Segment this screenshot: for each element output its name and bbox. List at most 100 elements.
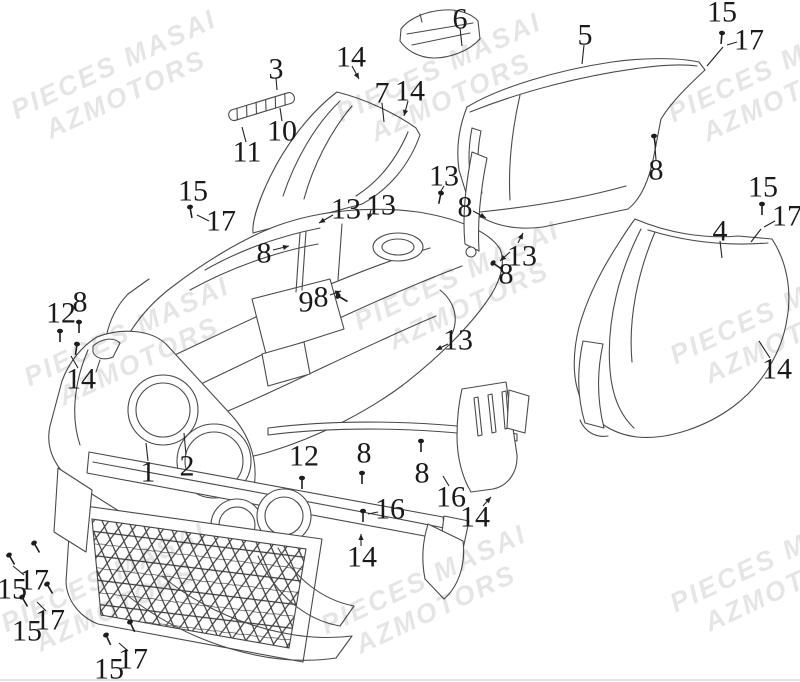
- callout-number-8: 8: [357, 437, 372, 470]
- callout-number-8: 8: [415, 457, 430, 490]
- screw-shaft: [22, 597, 29, 607]
- leader-line: [183, 432, 187, 456]
- callout-number-13: 13: [443, 324, 473, 357]
- callout-number-17: 17: [772, 200, 800, 233]
- callout-number-3: 3: [269, 53, 284, 86]
- callout-number-8: 8: [458, 191, 473, 224]
- screw-head: [438, 190, 444, 196]
- leader-line: [654, 146, 657, 161]
- screw-head: [418, 438, 424, 444]
- screw-shaft: [338, 296, 348, 303]
- screw-icon: [31, 540, 41, 553]
- screw-icon: [490, 260, 503, 270]
- callout-number-15: 15: [748, 171, 778, 204]
- front-bumper-bar: [86, 451, 470, 600]
- callout-number-15: 15: [0, 573, 27, 606]
- part-16-bracket: [267, 381, 530, 493]
- screw-icon: [651, 133, 657, 148]
- leader-arrowhead: [517, 233, 523, 240]
- leader-line: [118, 642, 129, 652]
- leader-line: [758, 340, 771, 359]
- callout-number-13: 13: [507, 240, 537, 273]
- screw-icon: [719, 30, 725, 45]
- screw-shaft: [105, 636, 112, 646]
- callout-number-17: 17: [118, 643, 148, 676]
- leader-line: [440, 185, 445, 192]
- callout-number-14: 14: [66, 363, 96, 396]
- callout-number-12: 12: [289, 440, 319, 473]
- screw-head: [57, 328, 63, 334]
- callout-number-12: 12: [46, 297, 76, 330]
- leader-line: [381, 102, 385, 123]
- part-4-right-rear-panel: [573, 218, 790, 438]
- screw-head: [651, 133, 657, 139]
- callout-number-13: 13: [366, 189, 396, 222]
- callout-number-6: 6: [453, 3, 468, 36]
- screw-icon: [360, 508, 366, 522]
- leader-line: [12, 565, 25, 576]
- callout-number-14: 14: [395, 75, 425, 108]
- callout-number-8: 8: [73, 286, 88, 319]
- leader-line: [196, 214, 210, 222]
- leader-arrowhead: [367, 213, 373, 220]
- leader-arrowhead: [282, 244, 289, 250]
- screw-icon: [44, 581, 54, 594]
- leader-arrowhead: [403, 109, 409, 116]
- screw-shaft: [74, 345, 78, 356]
- leader-line: [275, 77, 278, 91]
- screw-shaft: [493, 263, 503, 270]
- screw-head: [103, 632, 109, 638]
- screw-icon: [19, 594, 29, 607]
- leader-arrowhead: [319, 217, 326, 223]
- leader-arrowhead: [358, 534, 364, 540]
- callout-number-4: 4: [713, 215, 728, 248]
- callout-number-14: 14: [762, 353, 792, 386]
- callout-number-13: 13: [331, 193, 361, 226]
- callout-number-17: 17: [35, 604, 65, 637]
- screw-icon: [359, 470, 365, 484]
- screw-icon: [759, 201, 765, 215]
- callout-number-15: 15: [94, 653, 124, 682]
- leader-arrowhead: [500, 255, 507, 261]
- callout-number-7: 7: [375, 77, 390, 110]
- callout-number-8: 8: [257, 237, 272, 270]
- screw-head: [6, 552, 12, 558]
- leader-line: [279, 107, 283, 122]
- callout-number-8: 8: [499, 258, 514, 291]
- callout-number-10: 10: [267, 115, 297, 148]
- leader-line: [442, 475, 450, 487]
- callout-number-13: 13: [429, 160, 459, 193]
- callout-number-14: 14: [460, 501, 490, 534]
- callout-number-17: 17: [206, 205, 236, 238]
- screw-icons-layer: [6, 30, 765, 646]
- leader-line: [726, 41, 738, 46]
- part-3-vent-strip: [228, 92, 295, 122]
- screw-icon: [6, 552, 16, 565]
- part-7-hood-panel: [252, 91, 421, 234]
- leader-line: [145, 442, 149, 462]
- screw-icon: [437, 190, 444, 204]
- screw-head: [759, 201, 765, 207]
- callout-number-2: 2: [180, 450, 195, 483]
- callout-number-15: 15: [178, 175, 208, 208]
- callout-number-8: 8: [649, 154, 664, 187]
- leader-arrowhead: [485, 497, 491, 504]
- leader-line: [706, 46, 724, 67]
- leader-arrowhead: [479, 212, 486, 218]
- screw-shaft: [653, 137, 657, 148]
- screw-shaft: [437, 194, 442, 204]
- callout-number-14: 14: [336, 41, 366, 74]
- callout-number-17: 17: [19, 564, 49, 597]
- leader-line: [459, 27, 463, 47]
- hood-support-strut: [463, 151, 488, 258]
- leader-arrowhead: [334, 290, 341, 296]
- screw-head: [76, 319, 82, 325]
- leader-arrowhead: [436, 344, 443, 350]
- leader-line: [719, 240, 723, 259]
- honeycomb-mesh: [91, 518, 307, 649]
